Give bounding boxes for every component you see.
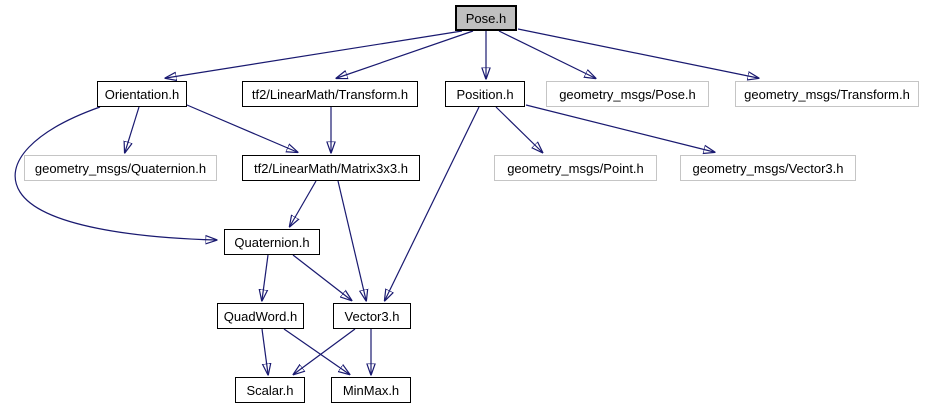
edge-tf2-matrix3x3-to-vector3 — [337, 180, 366, 300]
edge-quaternion-to-quadword — [262, 254, 269, 300]
node-tf2-linearmath-transform-h[interactable]: tf2/LinearMath/Transform.h — [242, 81, 418, 107]
edge-position-to-gm-point — [495, 106, 542, 152]
edge-position-to-vector3 — [385, 106, 480, 300]
edge-orientation-to-gm-quaternion — [125, 106, 140, 152]
edge-pose-to-tf2-transform — [337, 30, 474, 78]
node-quadword-h[interactable]: QuadWord.h — [217, 303, 304, 329]
edge-position-to-gm-vector3 — [525, 104, 714, 152]
node-tf2-linearmath-matrix3x3-h[interactable]: tf2/LinearMath/Matrix3x3.h — [242, 155, 420, 181]
edge-pose-to-gm-pose — [498, 30, 595, 78]
node-geometry-msgs-vector3-h: geometry_msgs/Vector3.h — [680, 155, 856, 181]
node-position-h[interactable]: Position.h — [445, 81, 525, 107]
node-minmax-h[interactable]: MinMax.h — [331, 377, 411, 403]
node-geometry-msgs-pose-h: geometry_msgs/Pose.h — [546, 81, 709, 107]
edge-quadword-to-scalar — [261, 328, 268, 374]
edge-quaternion-to-vector3 — [292, 254, 351, 300]
edge-orientation-to-tf2-matrix3x3 — [186, 104, 297, 152]
node-quaternion-h[interactable]: Quaternion.h — [224, 229, 320, 255]
node-vector3-h[interactable]: Vector3.h — [333, 303, 411, 329]
edge-pose-to-gm-transform — [517, 28, 758, 78]
node-geometry-msgs-transform-h: geometry_msgs/Transform.h — [735, 81, 919, 107]
node-scalar-h[interactable]: Scalar.h — [235, 377, 305, 403]
edge-orientation-to-quaternion — [14, 106, 216, 240]
edge-pose-to-orientation — [166, 30, 463, 78]
edge-quadword-to-minmax — [283, 328, 349, 374]
node-geometry-msgs-quaternion-h: geometry_msgs/Quaternion.h — [24, 155, 217, 181]
node-geometry-msgs-point-h: geometry_msgs/Point.h — [494, 155, 657, 181]
node-pose-h: Pose.h — [455, 5, 517, 31]
edge-tf2-matrix3x3-to-quaternion — [290, 180, 317, 226]
edge-vector3-to-scalar — [294, 328, 356, 374]
node-orientation-h[interactable]: Orientation.h — [97, 81, 187, 107]
